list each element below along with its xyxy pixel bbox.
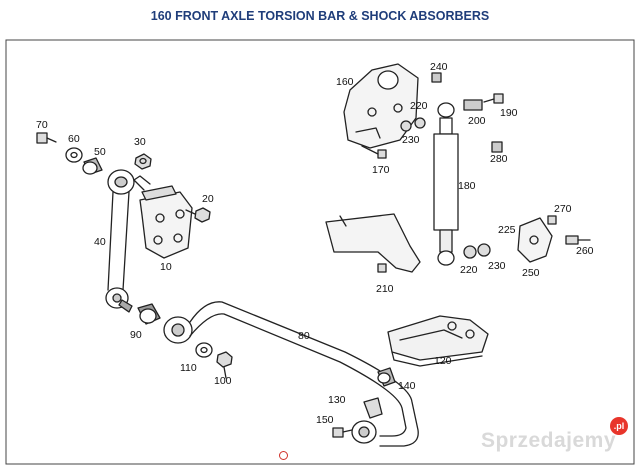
label-230-lower: 230 [488,260,506,272]
torsion-bar-80-icon [163,301,419,447]
label-30: 30 [134,136,146,148]
label-225: 225 [498,224,516,236]
label-160: 160 [336,76,354,88]
frame-border [5,39,635,465]
label-60: 60 [68,133,80,145]
clamp-140-icon [377,367,396,387]
label-80: 80 [298,330,310,342]
bracket-10-icon [133,175,193,259]
label-20: 20 [202,193,214,205]
bolt-190-icon [483,93,504,104]
label-250: 250 [522,267,540,279]
bolt-150-icon [332,427,353,438]
washer-220b-icon [463,245,477,259]
label-190: 190 [500,107,518,119]
bolt-260-icon [565,235,591,245]
label-260: 260 [576,245,594,257]
label-120: 120 [434,355,452,367]
label-40: 40 [94,236,106,248]
label-270: 270 [554,203,572,215]
label-170: 170 [372,164,390,176]
bolt-270-icon [547,215,557,225]
diagram-title: 160 FRONT AXLE TORSION BAR & SHOCK ABSOR… [150,9,490,23]
label-200: 200 [468,115,486,127]
label-70: 70 [36,119,48,131]
bracket-250-icon [517,217,553,263]
bushing-200-icon [463,99,483,111]
bracket-120-icon [387,315,489,367]
label-220-upper: 220 [410,100,428,112]
shock-absorber-180-icon [433,102,459,266]
label-130: 130 [328,394,346,406]
label-90: 90 [130,329,142,341]
label-10: 10 [160,261,172,273]
label-220-lower: 220 [460,264,478,276]
label-150: 150 [316,414,334,426]
link-rod-40-icon [105,169,135,313]
label-100: 100 [214,375,232,387]
bushing-90-icon [137,303,161,325]
lower-bracket-210-icon [325,213,421,273]
label-230-upper: 230 [402,134,420,146]
upper-bracket-160-icon [343,63,419,149]
bushing-240-icon [431,72,442,83]
washer-230-icon [400,120,412,132]
bolt-70-icon [36,132,57,144]
bolt-170-icon [361,145,387,159]
bolt-20-icon [185,207,211,223]
bolt-100-icon [216,351,233,379]
ring-marker-icon [279,451,288,460]
washer-220-icon [414,117,426,129]
label-210: 210 [376,283,394,295]
label-140: 140 [398,380,416,392]
clamp-130-icon [351,397,383,444]
label-180: 180 [458,180,476,192]
label-240: 240 [430,61,448,73]
bushing-280-icon [491,141,503,153]
label-110: 110 [180,362,197,374]
label-280: 280 [490,153,508,165]
label-50: 50 [94,146,106,158]
washer-60-icon [65,147,83,163]
washer-110-icon [195,342,213,358]
watermark-badge: .pl [610,417,628,435]
watermark-logo: Sprzedajemy [480,429,616,452]
washer-230b-icon [477,243,491,257]
nut-30-icon [134,153,152,170]
bushing-50-icon [82,157,103,175]
